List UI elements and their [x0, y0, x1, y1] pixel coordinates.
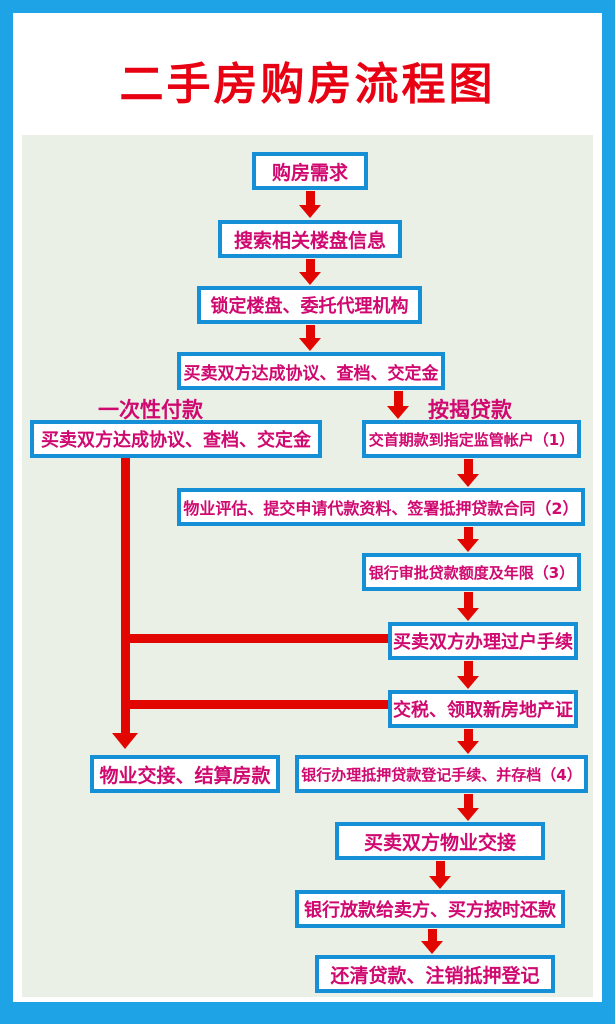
- flow-line-horizontal-to-transfer: [121, 634, 388, 643]
- arrow-down-icon: [457, 729, 479, 754]
- flow-box-transfer: 买卖双方办理过户手续: [388, 622, 578, 660]
- flow-box-settle-mortgage: 还清贷款、注销抵押登记: [315, 955, 555, 993]
- arrow-down-icon: [457, 527, 479, 552]
- arrow-down-icon: [457, 459, 479, 487]
- arrow-down-icon: [387, 391, 409, 419]
- flow-box-bank-disbursement: 银行放款给卖方、买方按时还款: [295, 890, 565, 928]
- flow-box-search: 搜索相关楼盘信息: [218, 220, 402, 258]
- flow-box-agreement-cash: 买卖双方达成协议、查档、交定金: [30, 420, 322, 458]
- flow-box-handover-settle: 物业交接、结算房款: [90, 755, 280, 793]
- arrow-down-icon: [457, 661, 479, 689]
- arrow-down-icon: [421, 929, 443, 954]
- arrow-down-icon: [299, 259, 321, 285]
- branch-label-one-time-payment: 一次性付款: [98, 398, 203, 422]
- flow-box-lock-agency: 锁定楼盘、委托代理机构: [197, 286, 422, 324]
- flow-box-mortgage-registration: 银行办理抵押贷款登记手续、并存档（4）: [295, 755, 588, 793]
- flow-box-down-payment: 交首期款到指定监管帐户（1）: [362, 420, 581, 458]
- flow-box-property-handover: 买卖双方物业交接: [335, 822, 545, 860]
- flow-line-horizontal-to-tax: [121, 700, 388, 709]
- arrow-down-icon: [299, 191, 321, 218]
- flow-box-agreement: 买卖双方达成协议、查档、交定金: [177, 352, 445, 390]
- page-title: 二手房购房流程图: [119, 59, 496, 110]
- flow-box-evaluation: 物业评估、提交申请代款资料、签署抵押贷款合同（2）: [177, 488, 585, 526]
- arrow-down-icon: [457, 794, 479, 821]
- flow-line-vertical-trunk: [121, 458, 130, 734]
- arrow-down-icon: [299, 325, 321, 351]
- flow-box-demand: 购房需求: [252, 152, 368, 190]
- arrow-head-icon: [112, 733, 138, 749]
- branch-label-mortgage-loan: 按揭贷款: [428, 398, 512, 422]
- arrow-down-icon: [429, 861, 451, 889]
- flow-box-tax-certificate: 交税、领取新房地产证: [388, 690, 578, 728]
- flow-box-bank-approval: 银行审批贷款额度及年限（3）: [362, 553, 581, 591]
- arrow-down-icon: [457, 592, 479, 621]
